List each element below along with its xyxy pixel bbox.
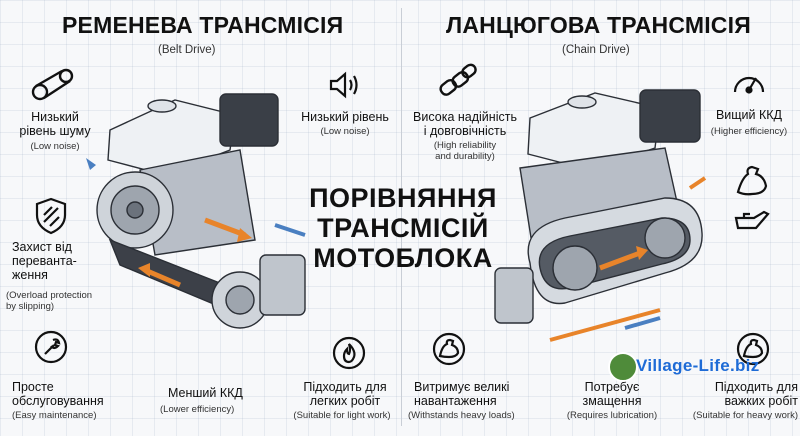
chain-icon: [436, 62, 480, 102]
wrench-icon: [34, 330, 68, 364]
lubrication-en: (Requires lubrication): [566, 410, 658, 421]
loads-label: Витримує великі навантаження: [414, 380, 510, 408]
speaker-icon: [328, 70, 362, 100]
center-divider: [401, 8, 402, 426]
reliability-en: (High reliability and durability): [433, 140, 497, 162]
belt-subtitle: (Belt Drive): [158, 44, 216, 56]
flame-icon: [332, 336, 366, 370]
belt-icon: [30, 66, 76, 104]
chain-title: ЛАНЦЮГОВА ТРАНСМІСІЯ: [446, 12, 751, 38]
belt-engine-illustration: [86, 93, 306, 329]
maintenance-en: (Easy maintenance): [12, 410, 97, 421]
overload-label: Захист від перевантa- ження: [12, 240, 77, 282]
efficiency-en: (Lower efficiency): [160, 404, 235, 415]
muscle-arm-icon-right: [736, 332, 770, 366]
reliability-label: Висока надійність і довговічність: [413, 110, 517, 138]
loads-en: (Withstands heavy loads): [408, 410, 515, 421]
overload-en: (Overload protection by slipping): [6, 290, 93, 312]
watermark-text: Village-Life.biz: [636, 356, 760, 375]
efficiency-label: Менший ККД: [168, 386, 243, 400]
center-title: ПОРІВНЯННЯ ТРАНСМІСІЙ МОТОБЛОКА: [309, 183, 497, 273]
chain-efficiency-label: Вищий ККД: [715, 108, 783, 122]
oil-can-icon: [732, 208, 772, 236]
low-noise-right-label: Низький рівень: [301, 110, 389, 124]
shield-icon: [34, 196, 68, 236]
gauge-icon: [731, 66, 767, 98]
light-work-label: Підходить для легких робіт: [303, 380, 387, 408]
heavy-work-label: Підходить для важких робіт: [714, 380, 798, 408]
low-noise-right-en: (Low noise): [320, 126, 370, 137]
chain-subtitle: (Chain Drive): [562, 44, 630, 56]
muscle-arm-icon: [734, 164, 770, 198]
low-noise-left-label: Низький рівень шуму: [19, 110, 91, 138]
light-work-en: (Suitable for light work): [293, 410, 391, 421]
chain-efficiency-en: (Higher efficiency): [710, 126, 788, 137]
muscle-arm-icon-bottom: [432, 332, 466, 366]
maintenance-label: Просте обслуговування: [12, 380, 104, 408]
belt-title: РЕМЕНЕВА ТРАНСМІСІЯ: [62, 12, 344, 38]
low-noise-left-en: (Low noise): [30, 141, 80, 152]
watermark-logo-icon: [608, 352, 638, 382]
chain-engine-illustration: [494, 89, 707, 342]
heavy-work-en: (Suitable for heavy work): [692, 410, 798, 421]
lubrication-label: Потребує змащення: [582, 380, 642, 408]
